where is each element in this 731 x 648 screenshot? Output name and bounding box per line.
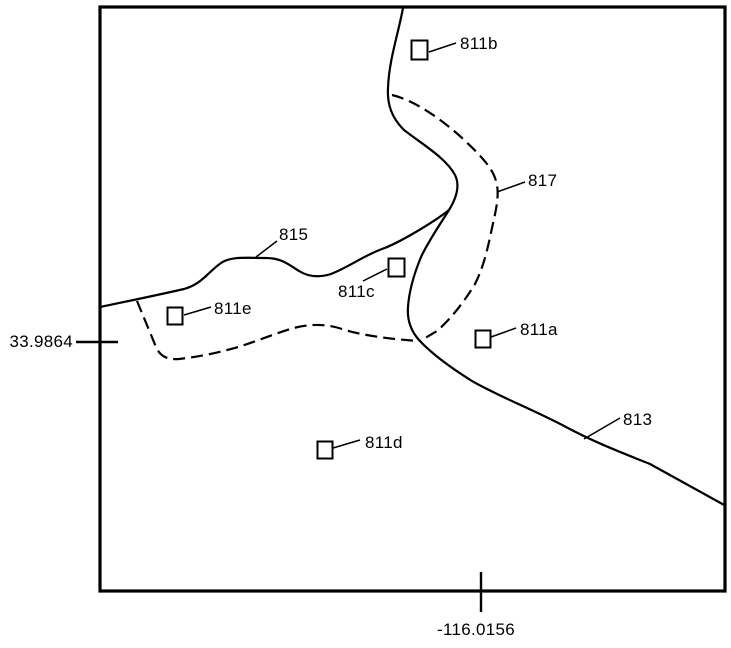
leader-817 xyxy=(496,181,526,193)
dashed-boundary-817-east xyxy=(391,93,499,342)
map-frame xyxy=(98,5,727,593)
leader-811a xyxy=(490,327,517,338)
latitude-tick-label: 33.9864 xyxy=(9,332,73,351)
leader-811e xyxy=(183,306,212,316)
leader-811c xyxy=(362,268,388,282)
label-811e: 811e xyxy=(214,299,252,318)
marker-811b-square xyxy=(410,39,429,61)
solid-boundary-line-813 xyxy=(386,7,727,507)
label-817: 817 xyxy=(528,171,558,190)
leader-811d xyxy=(332,439,361,449)
dashed-boundary-817-southwest xyxy=(135,300,418,361)
label-811b: 811b xyxy=(460,34,498,53)
leader-815 xyxy=(255,240,278,258)
label-811a: 811a xyxy=(520,320,558,339)
label-811d: 811d xyxy=(365,433,403,452)
marker-811a-square xyxy=(474,329,492,349)
marker-811c-square xyxy=(387,257,406,278)
label-813: 813 xyxy=(623,410,653,429)
leader-813 xyxy=(583,417,621,440)
label-815: 815 xyxy=(279,225,309,244)
longitude-tick-label: -116.0156 xyxy=(437,620,516,639)
leader-811b xyxy=(428,42,457,53)
marker-811d-square xyxy=(316,440,334,460)
label-811c: 811c xyxy=(338,282,375,301)
marker-811e-square xyxy=(166,306,184,326)
solid-line-815 xyxy=(99,209,450,309)
